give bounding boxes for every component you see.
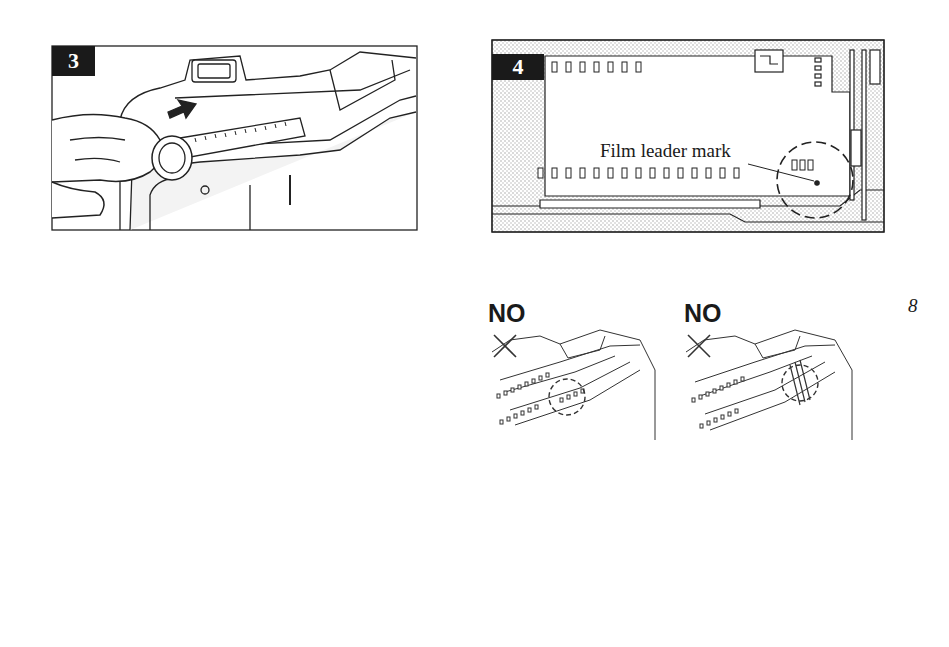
step-number-badge: 4	[492, 54, 544, 80]
panel-4-illustration	[492, 40, 884, 232]
step-number: 3	[68, 50, 79, 72]
wrong-loading-sketches	[492, 330, 852, 440]
panel-3-illustration	[52, 46, 417, 230]
step-number: 4	[513, 56, 524, 78]
part-name: Film leader mark	[598, 141, 733, 162]
warning-label: NO	[486, 300, 528, 328]
step-number-badge: 3	[52, 46, 95, 76]
warning-label: NO	[682, 300, 724, 328]
cross-mark	[494, 335, 710, 357]
page-number: 8	[906, 296, 920, 317]
